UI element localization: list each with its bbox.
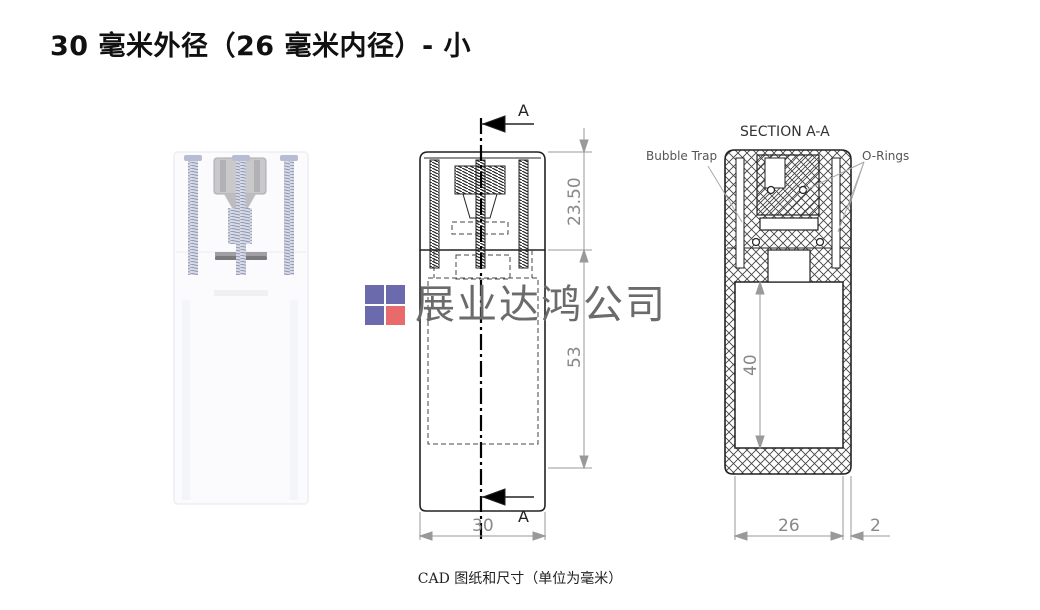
front-screw-right [518,159,529,269]
section-screw-channel-left [735,157,745,269]
render-screw-head-left [184,155,202,161]
render-screw-left [188,161,198,275]
watermark: 展业达鸿公司 [365,283,667,327]
dim-inner-width: 26 [778,516,800,536]
figure-caption: CAD 图纸和尺寸（单位为毫米） [417,571,623,587]
render-body [173,151,309,505]
front-dimensions [418,128,592,541]
front-view [418,115,592,541]
section-port [767,249,811,283]
section-leaders [707,161,865,233]
render-body-highlight [290,300,298,500]
render-3d-view [173,151,309,505]
section-view [707,149,890,541]
render-body-highlight [182,300,190,500]
section-o-ring [766,185,776,195]
render-screw-head-right [280,155,298,161]
section-o-ring [815,237,825,247]
section-arrowhead-top [481,115,506,133]
section-o-ring [751,237,761,247]
render-screw-center [236,161,246,275]
render-screw-head-center [232,155,250,161]
section-knob-cavity [764,157,786,189]
label-bubble-trap: Bubble Trap [646,149,717,163]
section-label-bottom: A [518,507,529,526]
section-screw-channel-right [831,157,841,269]
section-o-ring [798,185,808,195]
section-dimensions [733,280,890,541]
render-knob-rib [220,160,226,192]
dim-outer-width: 30 [472,516,494,536]
dim-body-height: 53 [565,346,585,368]
front-cap-outline [419,151,546,251]
render-knob-rib [254,160,260,192]
watermark-logo-icon [365,285,405,325]
render-inner-step [214,290,268,296]
section-label-top: A [518,101,529,120]
dim-wall-thickness: 2 [870,516,881,536]
render-screw-right [284,161,294,275]
section-title: SECTION A-A [740,124,830,140]
front-body-outline [419,250,546,512]
watermark-text: 展业达鸿公司 [415,282,667,328]
label-o-rings: O-Rings [862,149,909,163]
section-bubble-trap-plate [759,217,819,231]
section-inner-chamber [734,281,844,449]
section-arrowhead-bottom [481,488,506,506]
page-title: 30 毫米外径（26 毫米内径）- 小 [50,31,472,62]
dim-inner-height: 40 [741,354,761,376]
front-knob-stem [462,193,498,219]
dim-cap-height: 23.50 [565,177,585,226]
